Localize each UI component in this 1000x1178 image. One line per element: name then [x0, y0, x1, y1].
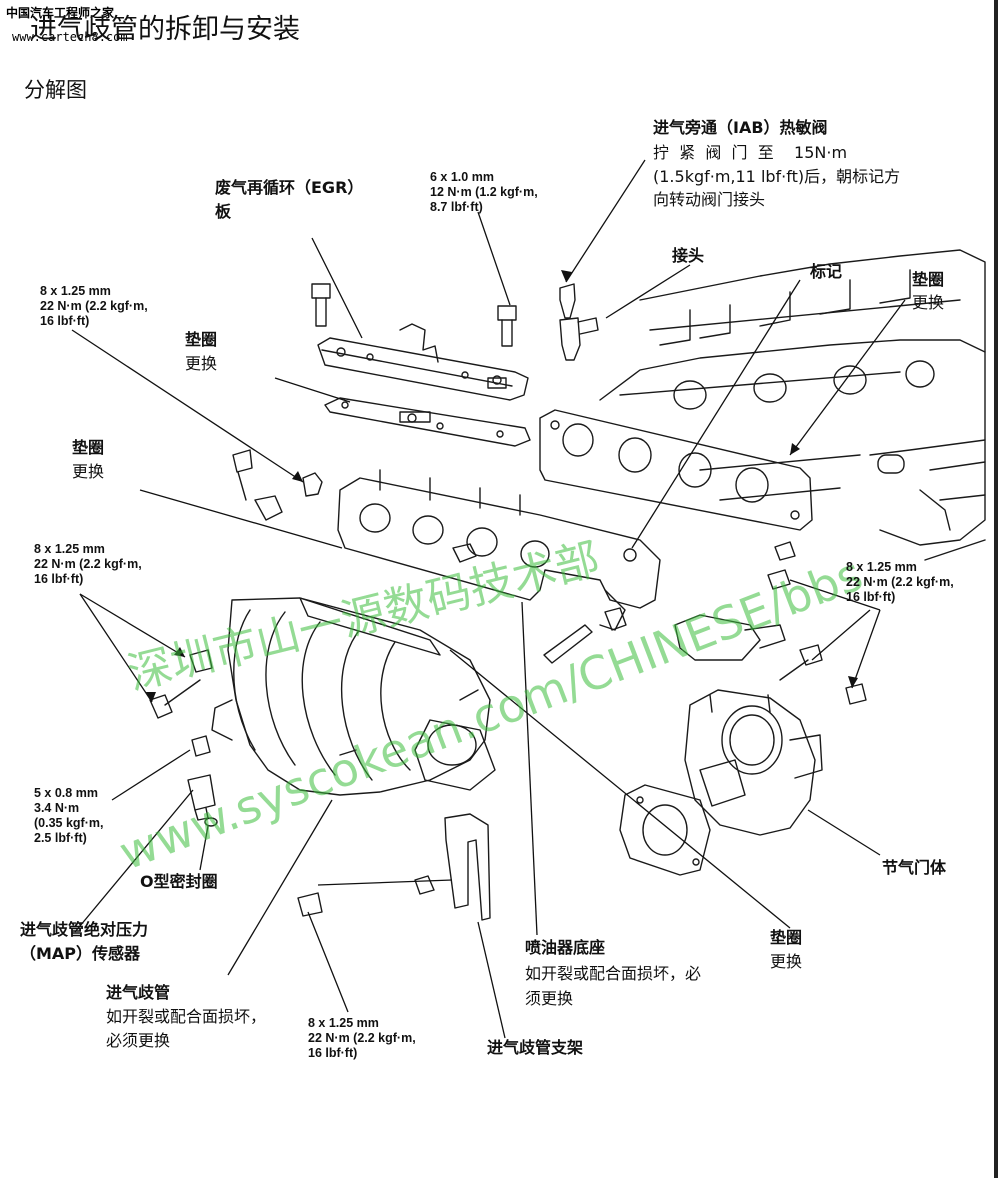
map-sensor — [187, 774, 218, 827]
loose-fasteners — [232, 449, 867, 705]
spec-left-1-torque-2: 16 lbf·ft) — [40, 314, 90, 328]
spec-bottom-torque: 22 N·m (2.2 kgf·m, — [308, 1031, 416, 1045]
manifold-bracket — [297, 813, 491, 921]
spec-bottom-torque-2: 16 lbf·ft) — [308, 1046, 358, 1060]
label-joint: 接头 — [672, 246, 705, 265]
label-gasket-egr-replace: 更换 — [185, 354, 218, 373]
label-intake-manifold-note-2: 必须更换 — [106, 1031, 171, 1050]
label-gasket-head-replace: 更换 — [912, 293, 945, 312]
label-throttle-body: 节气门体 — [882, 858, 947, 877]
spec-right-torque-2: 16 lbf·ft) — [846, 590, 896, 604]
label-map-sensor: 进气歧管绝对压力 — [20, 920, 149, 939]
page-subtitle: 分解图 — [24, 78, 87, 102]
spec-left-2-torque: 22 N·m (2.2 kgf·m, — [34, 557, 142, 571]
flange-bolts — [149, 649, 213, 757]
label-mark: 标记 — [810, 262, 843, 281]
spec-egr-bolt-torque-2: 8.7 lbf·ft) — [430, 200, 483, 214]
spec-left-2-torque-2: 16 lbf·ft) — [34, 572, 84, 586]
label-iab-note-1: 拧 紧 阀 门 至 15N·m — [653, 143, 848, 162]
label-gasket-injector: 垫圈 — [72, 438, 105, 457]
label-injector-base-note-2: 须更换 — [525, 989, 574, 1008]
site-logo: 中国汽车工程师之家 — [6, 6, 115, 20]
leader-lines — [71, 159, 906, 1039]
label-iab-note-2: (1.5kgf·m,11 lbf·ft)后，朝标记方 — [653, 167, 901, 186]
page-title: 进气歧管的拆卸与安装 — [30, 14, 300, 45]
spec-left-2-size: 8 x 1.25 mm — [34, 542, 105, 556]
label-gasket-throttle-replace: 更换 — [770, 952, 803, 971]
injector-base — [337, 469, 661, 631]
site-url: www.cartech8.com — [12, 30, 128, 44]
label-o-ring: O型密封圈 — [140, 872, 218, 891]
spec-right-size: 8 x 1.25 mm — [846, 560, 917, 574]
intake-manifold — [211, 597, 496, 796]
spec-right-torque: 22 N·m (2.2 kgf·m, — [846, 575, 954, 589]
egr-bolts — [311, 283, 517, 347]
label-manifold-bracket: 进气歧管支架 — [487, 1038, 584, 1057]
label-egr-plate: 废气再循环（EGR） — [215, 178, 364, 197]
spec-map-size: 5 x 0.8 mm — [34, 786, 98, 800]
spec-left-1-size: 8 x 1.25 mm — [40, 284, 111, 298]
leader-arrowheads — [146, 270, 858, 702]
spec-left-1-torque: 22 N·m (2.2 kgf·m, — [40, 299, 148, 313]
label-egr-plate-2: 板 — [215, 202, 232, 221]
spec-map-torque-2: (0.35 kgf·m, — [34, 816, 104, 830]
throttle-body — [684, 689, 823, 836]
label-gasket-head: 垫圈 — [912, 270, 945, 289]
label-injector-base: 喷油器底座 — [525, 938, 606, 957]
label-map-sensor-2: （MAP）传感器 — [20, 944, 141, 963]
label-gasket-egr: 垫圈 — [185, 330, 218, 349]
spec-map-torque: 3.4 N·m — [34, 801, 80, 815]
iab-valve — [559, 283, 599, 361]
label-injector-base-note: 如开裂或配合面损坏，必 — [525, 964, 702, 983]
egr-plate — [317, 323, 529, 401]
spec-map-torque-3: 2.5 lbf·ft) — [34, 831, 87, 845]
spec-egr-bolt-size: 6 x 1.0 mm — [430, 170, 494, 184]
label-gasket-throttle: 垫圈 — [770, 928, 803, 947]
label-intake-manifold: 进气歧管 — [106, 983, 171, 1002]
throttle-bracket — [674, 614, 786, 661]
right-border — [994, 0, 998, 1178]
label-gasket-injector-replace: 更换 — [72, 462, 105, 481]
label-iab-valve: 进气旁通（IAB）热敏阀 — [653, 118, 828, 137]
cylinder-head — [599, 249, 986, 561]
spec-bottom-size: 8 x 1.25 mm — [308, 1016, 379, 1030]
throttle-gasket — [619, 784, 711, 876]
spec-egr-bolt-torque: 12 N·m (1.2 kgf·m, — [430, 185, 538, 199]
egr-gasket — [324, 397, 531, 447]
manifold-head-gasket — [539, 409, 813, 531]
label-intake-manifold-note: 如开裂或配合面损坏， — [106, 1007, 267, 1026]
label-iab-note-3: 向转动阀门接头 — [653, 190, 766, 209]
